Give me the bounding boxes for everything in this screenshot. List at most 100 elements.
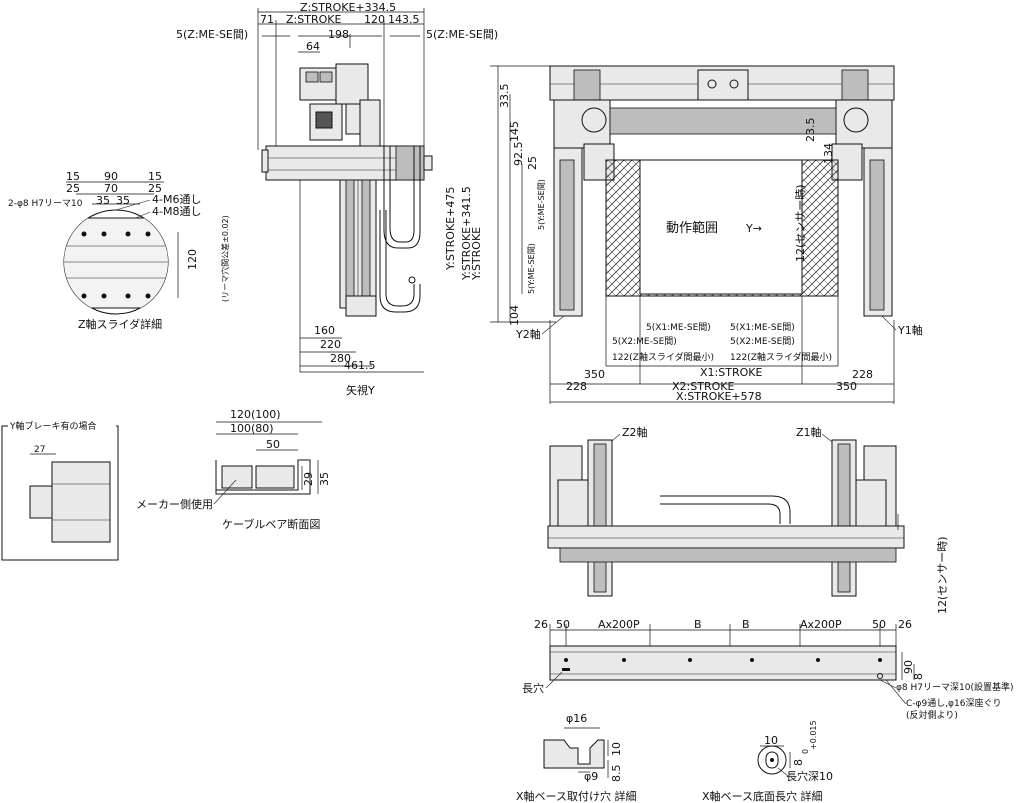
through-hole: C-φ9通し,φ16深座ぐり xyxy=(906,697,1001,709)
dim-z-mese-left: 5(Z:ME-SE間) xyxy=(176,28,248,41)
dim-8-slot: 8 xyxy=(792,759,805,766)
side-view: Z2軸 Z1軸 12(センサー時) xyxy=(547,425,949,614)
dim-71: 71 xyxy=(260,13,274,26)
dim-x2-mese-l: 5(X2:ME-SE間) xyxy=(612,336,677,347)
dim-228b: 228 xyxy=(852,368,873,381)
dim-y-mese-a: 5(Y:ME-SE間) xyxy=(537,179,546,230)
dim-26a: 26 xyxy=(534,618,548,631)
dim-90: 90 xyxy=(104,170,118,183)
maker-use: メーカー側使用 xyxy=(136,498,213,511)
dim-10-slot: 10 xyxy=(764,734,778,747)
dim-25: 25 xyxy=(526,156,539,170)
dim-ys-475: Y:STROKE+475 xyxy=(444,187,457,271)
dim-ys-341: Y:STROKE+341.5 xyxy=(460,186,473,281)
mount-hole-caption: X軸ベース取付け穴 詳細 xyxy=(516,789,636,803)
dim-29: 29 xyxy=(302,472,315,486)
dim-8-5: 8.5 xyxy=(610,765,623,783)
dim-92-5: 92.5 xyxy=(512,142,525,167)
dim-25b: 25 xyxy=(148,182,162,195)
dim-26b: 26 xyxy=(898,618,912,631)
dim-8: 8 xyxy=(912,673,925,680)
dim-104: 104 xyxy=(508,305,521,326)
dim-z-stroke: Z:STROKE xyxy=(286,13,341,26)
dim-350a: 350 xyxy=(584,368,605,381)
dim-143-5: 143.5 xyxy=(388,13,420,26)
y-direction-arrow: Y→ xyxy=(745,222,762,235)
dim-50b: 50 xyxy=(872,618,886,631)
slot-label: 長穴 xyxy=(522,681,544,695)
phi9-label: φ9 xyxy=(584,770,598,783)
dim-33-5: 33.5 xyxy=(498,84,511,109)
z-slider-caption: Z軸スライダ詳細 xyxy=(78,317,162,331)
sensor-note-front: 12(センサー時) xyxy=(794,184,807,262)
dim-x1-mese-r: 5(X1:ME-SE間) xyxy=(730,322,795,333)
y1-label: Y1軸 xyxy=(897,323,923,337)
opposite-side: (反対側より) xyxy=(906,709,958,721)
slot-caption: X軸ベース底面長穴 詳細 xyxy=(702,789,822,803)
dim-160: 160 xyxy=(314,324,335,337)
dim-ys: Y:STROKE xyxy=(470,227,483,281)
dim-120-100: 120(100) xyxy=(230,408,281,421)
dim-15a: 15 xyxy=(66,170,80,183)
dim-z-mese-right: 5(Z:ME-SE間) xyxy=(426,28,498,41)
dim-220: 220 xyxy=(320,338,341,351)
view-y-label: 矢視Y xyxy=(346,383,375,397)
slot-detail: 10 8 +0.015 0 長穴深10 X軸ベース底面長穴 詳細 xyxy=(702,720,833,803)
dim-27: 27 xyxy=(34,445,45,455)
tol-slot: +0.015 xyxy=(809,720,818,750)
dim-10-mh: 10 xyxy=(610,742,623,756)
dim-x-total: X:STROKE+578 xyxy=(676,390,762,403)
z2-label: Z2軸 xyxy=(622,425,648,439)
cable-bear-section: 120(100) 100(80) 50 29 35 メーカー側使用 ケーブルベア… xyxy=(136,408,331,531)
base-detail: 26 50 Ax200P B B Ax200P 50 26 90 8 長穴 φ8… xyxy=(522,618,1014,721)
dim-z-min-r: 122(Z軸スライダ間最小) xyxy=(730,351,832,363)
dim-x2-stroke: X2:STROKE xyxy=(672,380,734,393)
dim-120: 120 xyxy=(364,13,385,26)
dim-ba: B xyxy=(694,618,702,631)
dim-23-5: 23.5 xyxy=(804,118,817,143)
sensor-note-side: 12(センサー時) xyxy=(936,536,949,614)
dim-y-mese-b: 5(Y:ME-SE間) xyxy=(527,243,536,294)
dim-ax200a: Ax200P xyxy=(598,618,640,631)
dim-145: 145 xyxy=(508,121,521,142)
tolerance-note: (リーマ穴間公差±0.02) xyxy=(220,215,230,302)
m6-note: 4-M6通し xyxy=(152,193,201,206)
dim-35b: 35 xyxy=(116,194,130,207)
z-slider-detail: 15 90 15 25 70 25 35 35 2-φ8 H7リーマ10 4-M… xyxy=(8,170,230,331)
dim-35a: 35 xyxy=(96,194,110,207)
dim-120-z: 120 xyxy=(186,249,199,270)
z1-label: Z1軸 xyxy=(796,425,822,439)
m8-note: 4-M8通し xyxy=(152,205,201,218)
front-view: 動作範囲 Y→ 12(センサー時) Y:STROKE+475 Y:STROKE+… xyxy=(444,65,923,404)
dim-64: 64 xyxy=(306,40,320,53)
z-axis-side-view: Z:STROKE+334.5 71 Z:STROKE 120 143.5 5(Z… xyxy=(176,1,498,397)
dim-z-overall: Z:STROKE+334.5 xyxy=(300,1,396,14)
dim-198: 198 xyxy=(328,28,349,41)
y-brake-title: Y軸ブレーキ有の場合 xyxy=(9,420,97,432)
dim-461-5: 461.5 xyxy=(344,359,376,372)
dim-228a: 228 xyxy=(566,380,587,393)
dim-bb: B xyxy=(742,618,750,631)
phi16-label: φ16 xyxy=(566,712,587,725)
dim-134: 134 xyxy=(822,143,835,164)
y-brake-detail: Y軸ブレーキ有の場合 27 xyxy=(1,418,119,561)
reamer-note: 2-φ8 H7リーマ10 xyxy=(8,199,83,209)
dim-100-80: 100(80) xyxy=(230,422,274,435)
dim-35: 35 xyxy=(318,472,331,486)
tol0-slot: 0 xyxy=(801,749,810,754)
dim-ax200b: Ax200P xyxy=(800,618,842,631)
cable-bear-caption: ケーブルベア断面図 xyxy=(222,517,320,531)
dim-70: 70 xyxy=(104,182,118,195)
dim-z-min-l: 122(Z軸スライダ間最小) xyxy=(612,351,714,363)
dim-90: 90 xyxy=(902,660,915,674)
operating-range: 動作範囲 xyxy=(666,221,718,236)
dim-280: 280 xyxy=(330,352,351,365)
dim-25a: 25 xyxy=(66,182,80,195)
dim-x2-mese-r: 5(X2:ME-SE間) xyxy=(730,336,795,347)
slot-depth: 長穴深10 xyxy=(786,769,833,783)
reamer-base: φ8 H7リーマ深10(設置基準) xyxy=(896,681,1014,693)
y2-label: Y2軸 xyxy=(515,327,541,341)
dim-50a: 50 xyxy=(556,618,570,631)
dim-350b: 350 xyxy=(836,380,857,393)
